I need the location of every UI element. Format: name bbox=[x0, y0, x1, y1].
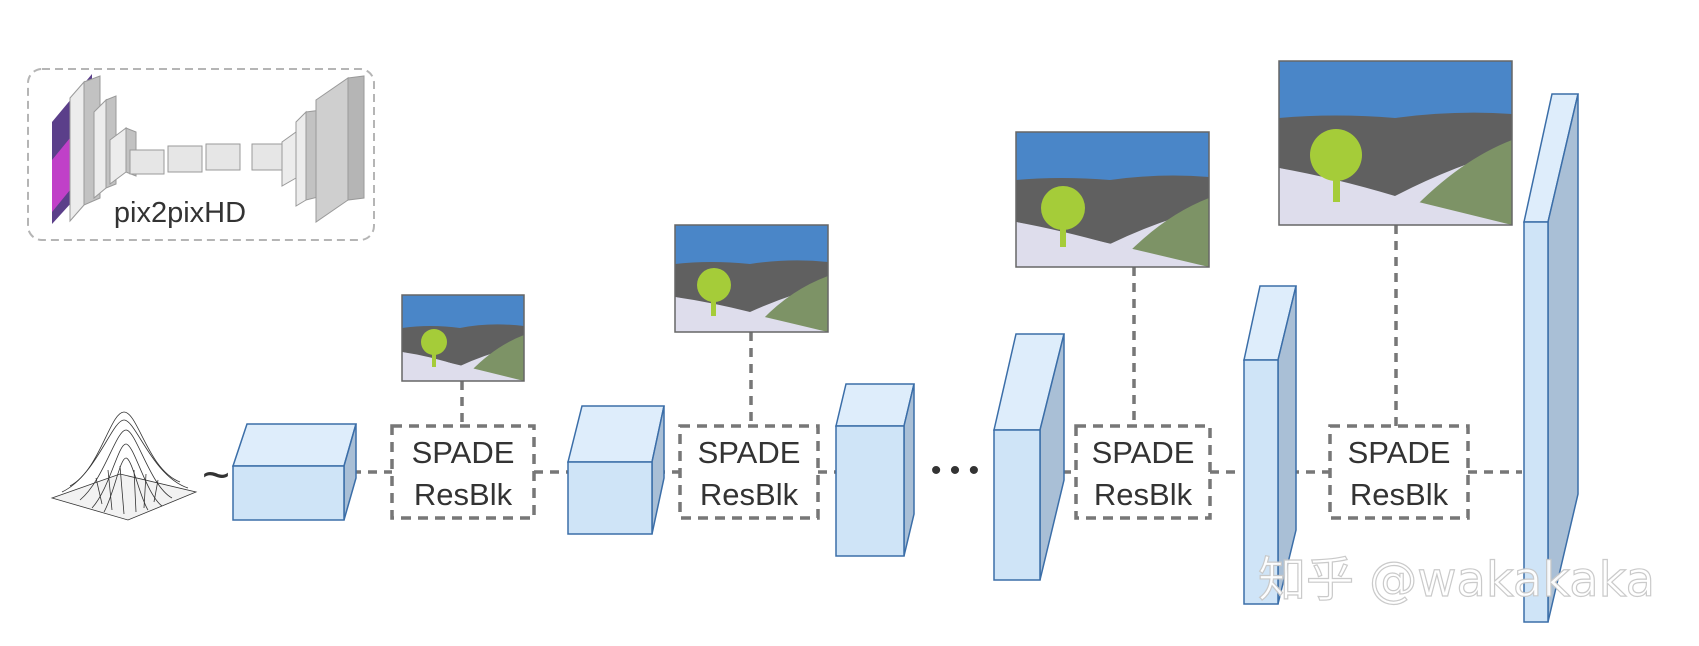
segmentation-mask-3 bbox=[1016, 132, 1209, 267]
pix2pixhd-label: pix2pixHD bbox=[114, 197, 246, 229]
spade-block-4: SPADE ResBlk bbox=[1328, 424, 1470, 520]
segmentation-mask-1 bbox=[402, 295, 524, 381]
spade-block-1-line1: SPADE bbox=[412, 435, 515, 470]
noise-tilde: ~ bbox=[202, 449, 230, 502]
feature-maps bbox=[231, 93, 1579, 623]
gaussian-noise-plot bbox=[50, 411, 198, 521]
pix2pixhd-frame bbox=[27, 68, 375, 241]
pix2pixhd-decoder-layer bbox=[315, 77, 349, 223]
pix2pixhd-bottleneck-block bbox=[251, 143, 285, 171]
pix2pixhd-bottleneck-block bbox=[205, 143, 241, 171]
feature-map-5 bbox=[1243, 285, 1297, 605]
pix2pixhd-decoder-layer bbox=[295, 110, 307, 207]
spade-block-3-line1: SPADE bbox=[1092, 435, 1195, 470]
watermark: 知乎 @wakakaka bbox=[1258, 552, 1655, 608]
pix2pixhd-inset: pix2pixHD bbox=[27, 68, 375, 241]
pix2pixhd-encoder-layer bbox=[69, 80, 85, 223]
spade-block-1-line2: ResBlk bbox=[414, 477, 513, 512]
feature-map-4 bbox=[993, 333, 1065, 581]
pix2pixhd-bottleneck-block bbox=[129, 149, 165, 175]
spade-block-2: SPADE ResBlk bbox=[678, 424, 820, 520]
spade-block-1: SPADE ResBlk bbox=[390, 424, 536, 520]
pix2pixhd-bottleneck-block bbox=[167, 145, 203, 173]
spade-block-2-line2: ResBlk bbox=[700, 477, 799, 512]
spade-block-4-line2: ResBlk bbox=[1350, 477, 1449, 512]
segmentation-mask-2 bbox=[675, 225, 828, 332]
ellipsis: • • • bbox=[931, 454, 979, 487]
feature-map-1 bbox=[231, 423, 357, 521]
spade-block-2-line1: SPADE bbox=[698, 435, 801, 470]
segmentation-mask-4 bbox=[1279, 61, 1512, 225]
feature-map-6 bbox=[1523, 93, 1579, 623]
feature-map-2 bbox=[567, 405, 665, 535]
pix2pixhd-encoder-layer bbox=[93, 98, 107, 200]
spade-block-3: SPADE ResBlk bbox=[1074, 424, 1212, 520]
spade-block-4-line1: SPADE bbox=[1348, 435, 1451, 470]
spade-block-3-line2: ResBlk bbox=[1094, 477, 1193, 512]
pix2pixhd-decoder-layer bbox=[281, 131, 297, 187]
feature-map-3 bbox=[835, 383, 915, 557]
